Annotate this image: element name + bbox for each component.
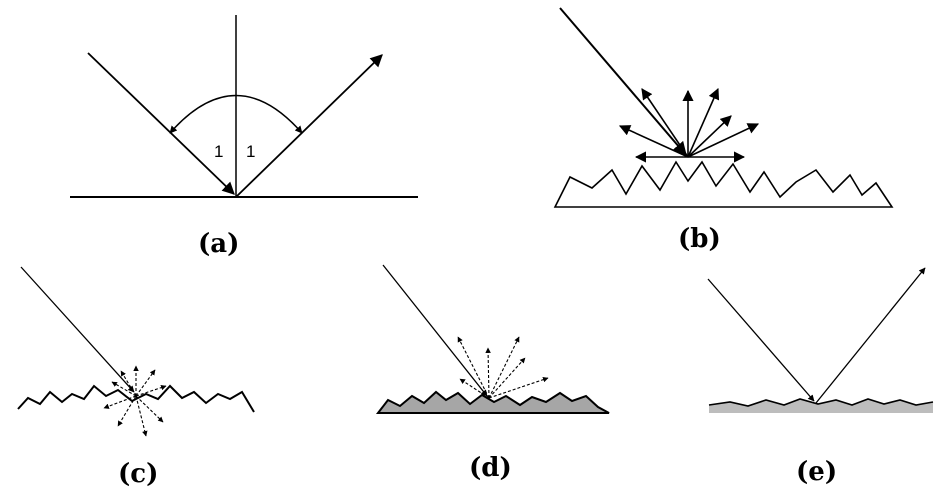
panel-d: (d) <box>375 264 610 483</box>
panel-d-scatter-arrow <box>488 357 526 399</box>
panel-e-incident-ray <box>707 278 815 402</box>
panel-a-caption: (a) <box>198 229 239 259</box>
panel-b-incident-ray <box>559 7 687 157</box>
panel-c-caption: (c) <box>118 459 158 489</box>
panel-d-incident-ray <box>382 264 488 397</box>
panel-e: (e) <box>707 267 934 487</box>
panel-d-scatter-arrow <box>485 347 491 399</box>
panel-c-scatter-arrow <box>103 395 137 409</box>
panel-c-incident-ray <box>20 266 135 393</box>
panel-b-caption: (b) <box>678 224 721 254</box>
panel-e-smooth-surface <box>709 399 933 413</box>
panel-e-surface-line <box>708 398 934 407</box>
panel-d-scatter-arrow <box>457 336 490 399</box>
panel-b-scatter-arrow <box>618 125 689 158</box>
panel-a: 1 1 (a) <box>70 15 418 259</box>
panel-a-angle-label-right: 1 <box>246 142 255 161</box>
panel-b-rough-surface <box>553 160 894 208</box>
panel-a-reflected-ray <box>235 54 383 198</box>
panel-b: (b) <box>553 7 894 254</box>
panel-c-scatter-arrow <box>135 395 164 423</box>
panel-a-angle-label-left: 1 <box>214 142 223 161</box>
panel-c-scatter-arrow <box>135 369 156 397</box>
panel-e-caption: (e) <box>796 457 837 487</box>
panel-b-scatter-arrow <box>641 88 689 158</box>
panel-d-scatter-arrow <box>488 376 549 399</box>
panel-a-incident-ray <box>87 52 235 195</box>
panel-b-scatter-arrow <box>687 123 760 158</box>
panel-a-angle-arc <box>169 94 303 134</box>
panel-c-rough-surface <box>17 384 255 413</box>
panel-b-scatter-arrow <box>687 87 720 158</box>
panel-e-reflected-ray <box>815 267 926 404</box>
panel-c: (c) <box>17 266 255 489</box>
panel-c-scatter-arrow <box>120 370 137 397</box>
panel-c-scatter-arrow <box>117 395 137 427</box>
panel-d-scatter-arrow <box>459 378 490 399</box>
panel-c-scatter-arrow <box>135 395 148 437</box>
panel-d-caption: (d) <box>469 453 512 483</box>
panel-c-scatter-arrow <box>135 384 167 397</box>
panel-d-rough-surface <box>375 390 610 414</box>
panel-d-scatter-arrow <box>488 336 520 399</box>
panel-b-scatter-arrow <box>687 115 732 158</box>
